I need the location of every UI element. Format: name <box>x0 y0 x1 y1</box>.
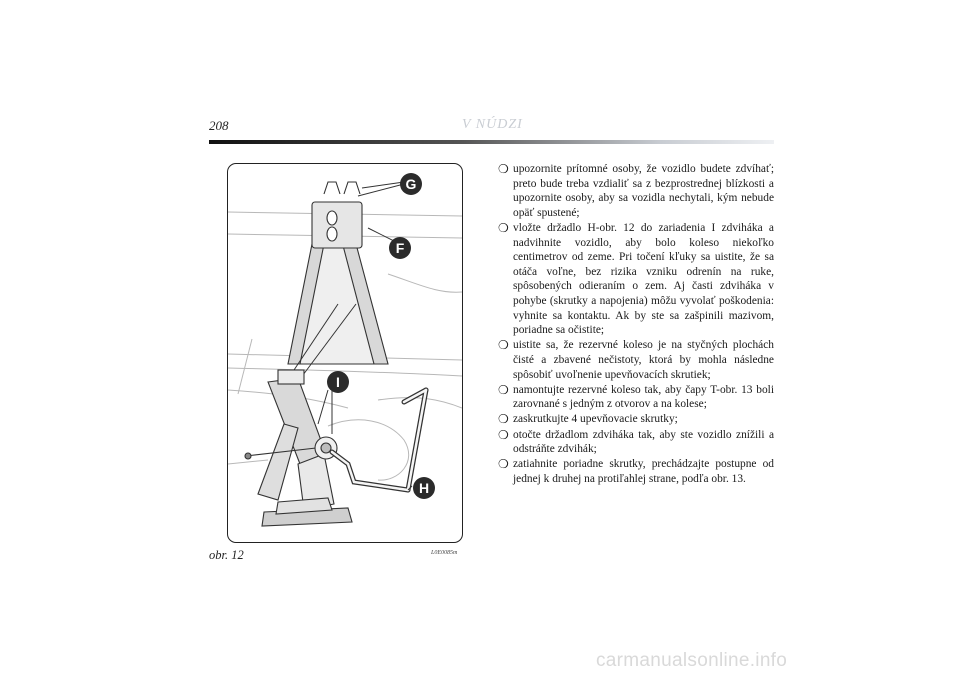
list-item-text: zatiahnite poriadne skrutky, prechádzajt… <box>513 458 774 486</box>
header-rule <box>209 140 774 144</box>
callout-i-icon <box>327 371 349 393</box>
list-item-text: upozornite prítomné osoby, že vozidlo bu… <box>513 163 774 219</box>
callout-g-icon <box>400 173 422 195</box>
circle-bullet-icon: ❍ <box>498 162 509 176</box>
list-item: ❍ uistite sa, že rezervné koleso je na st… <box>498 338 774 382</box>
callout-h-label: H <box>419 480 429 496</box>
list-item: ❍ zatiahnite poriadne skrutky, prechádzaj… <box>498 457 774 486</box>
circle-bullet-icon: ❍ <box>498 338 509 353</box>
figure-caption: obr. 12 <box>209 548 244 562</box>
watermark: carmanualsonline.info <box>596 650 788 671</box>
list-item: ❍ vložte držadlo H-obr. 12 do zariadenia … <box>498 221 774 338</box>
figure-code: L0E0085m <box>431 550 458 556</box>
circle-bullet-icon: ❍ <box>498 457 509 472</box>
circle-bullet-icon: ❍ <box>498 427 509 442</box>
list-item-text: otočte držadlom zdviháka tak, aby ste vo… <box>513 428 774 456</box>
callout-i-label: I <box>336 374 340 390</box>
jack-drawing: G F I H <box>228 173 462 527</box>
list-item-text: zaskrutkujte 4 upevňovacie skrutky; <box>513 413 678 426</box>
circle-bullet-icon: ❍ <box>498 382 509 397</box>
list-item: ❍ zaskrutkujte 4 upevňovacie skrutky; <box>498 412 774 427</box>
callout-f-icon <box>389 237 411 259</box>
instruction-list: ❍ upozornite prítomné osoby, že vozidlo b… <box>498 162 774 487</box>
list-item-text: vložte držadlo H-obr. 12 do zariadenia I… <box>513 221 774 337</box>
circle-bullet-icon: ❍ <box>498 412 509 427</box>
list-item-text: namontujte rezervné koleso tak, aby čapy… <box>513 383 774 411</box>
circle-bullet-icon: ❍ <box>498 220 509 235</box>
callout-h-icon <box>413 477 435 499</box>
page-number: 208 <box>209 118 229 133</box>
callout-f-label: F <box>396 240 405 256</box>
section-title: V NÚDZI <box>462 117 523 132</box>
callout-g-label: G <box>406 176 417 192</box>
figure-jack-illustration: G F I H <box>227 163 463 543</box>
list-item: ❍ otočte držadlom zdviháka tak, aby ste v… <box>498 428 774 457</box>
list-item-text: uistite sa, že rezervné koleso je na sty… <box>513 339 774 381</box>
list-item: ❍ namontujte rezervné koleso tak, aby čap… <box>498 383 774 412</box>
list-item: ❍ upozornite prítomné osoby, že vozidlo b… <box>498 162 774 220</box>
